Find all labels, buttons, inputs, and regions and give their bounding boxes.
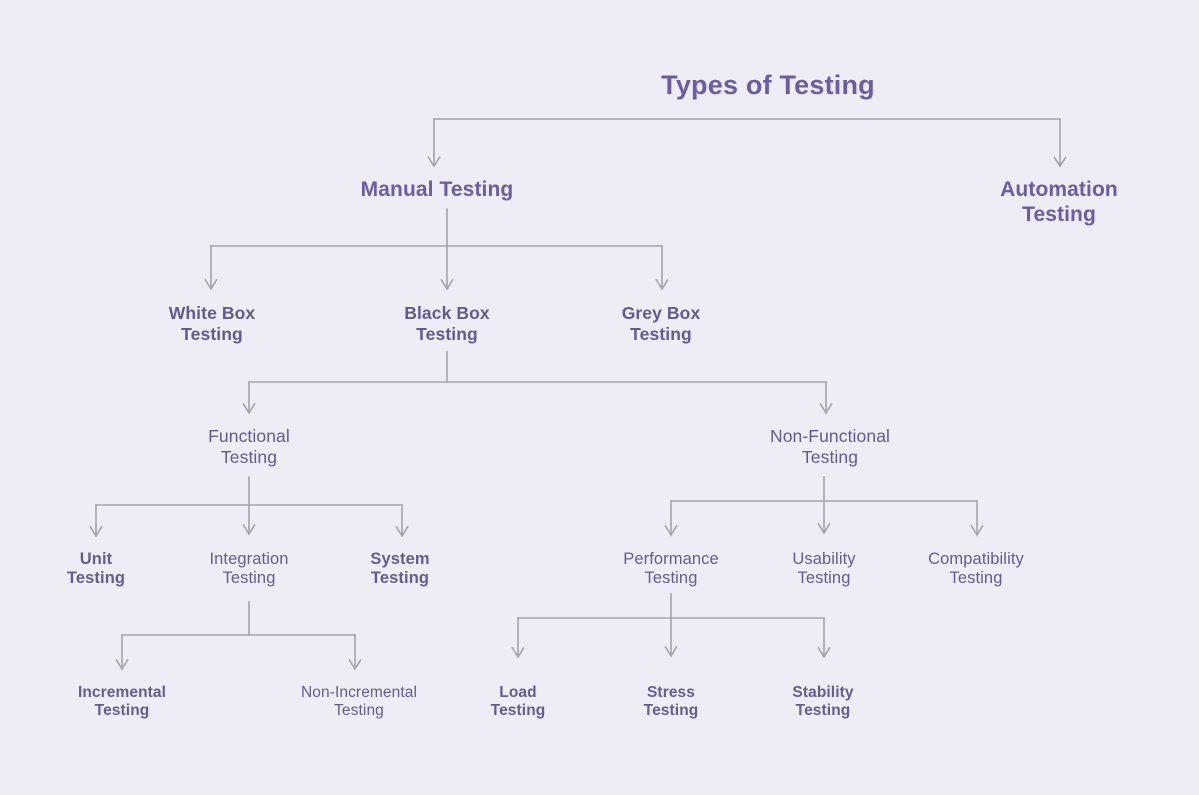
node-integration-testing: Integration Testing [209, 550, 289, 588]
node-compatibility-testing: Compatibility Testing [928, 550, 1024, 588]
node-non-functional-testing: Non-Functional Testing [769, 426, 891, 467]
node-manual-testing: Manual Testing [360, 178, 514, 201]
node-load-testing: Load Testing [490, 684, 546, 720]
node-stress-testing: Stress Testing [643, 684, 699, 720]
node-automation-testing: Automation Testing [1000, 178, 1118, 226]
node-functional-testing: Functional Testing [208, 426, 290, 467]
node-black-box-testing: Black Box Testing [404, 303, 490, 344]
node-white-box-testing: White Box Testing [168, 303, 256, 344]
node-incremental-testing: Incremental Testing [77, 684, 167, 720]
node-non-incremental-testing: Non-Incremental Testing [300, 684, 418, 720]
node-unit-testing: Unit Testing [66, 550, 126, 588]
node-usability-testing: Usability Testing [792, 550, 856, 588]
node-stability-testing: Stability Testing [792, 684, 854, 720]
diagram-title: Types of Testing [661, 70, 875, 100]
node-performance-testing: Performance Testing [623, 550, 719, 588]
node-system-testing: System Testing [370, 550, 430, 588]
node-grey-box-testing: Grey Box Testing [621, 303, 701, 344]
